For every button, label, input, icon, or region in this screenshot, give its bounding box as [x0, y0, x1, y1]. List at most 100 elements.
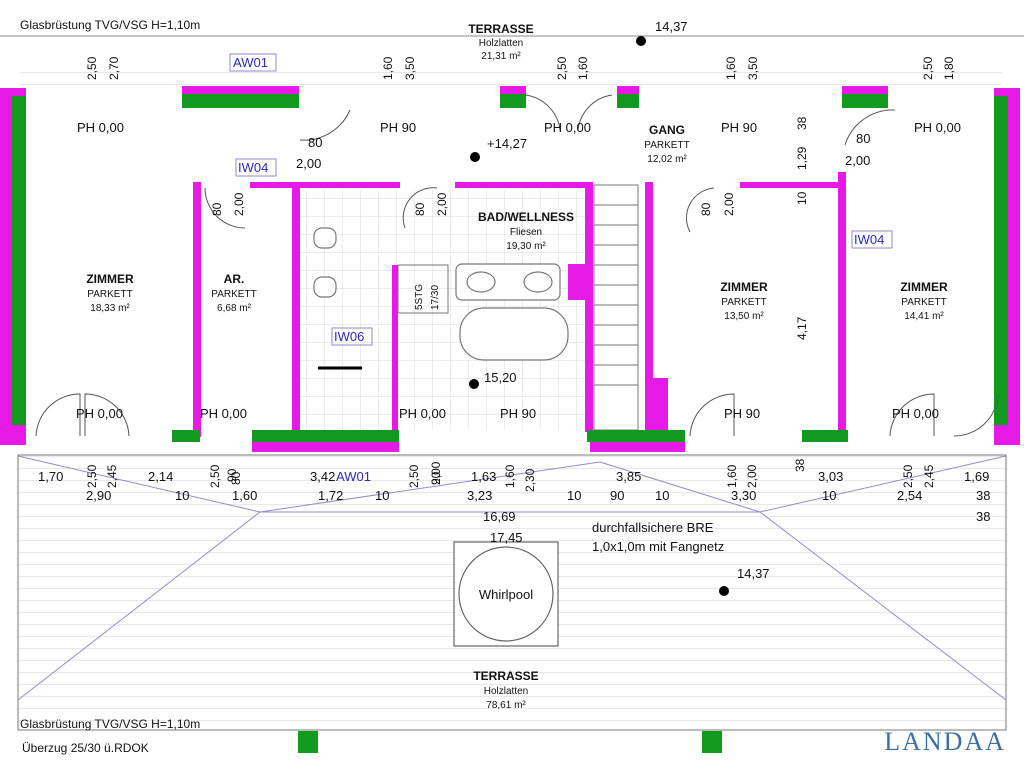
dim-bottom: 90 [610, 488, 624, 503]
dim-bottom: 90 [429, 471, 443, 485]
ph-label: PH 0,00 [544, 120, 591, 135]
dim-vertical: 1,60 [724, 56, 738, 80]
room-ar: AR. PARKETT 6,68 m² [211, 272, 256, 314]
elevation-top: 14,37 [655, 19, 688, 34]
ph-label: PH 90 [500, 406, 536, 421]
dim-bottom: 2,50 [407, 464, 421, 488]
dim-vertical: 10 [795, 191, 809, 205]
dim-bottom: 1,72 [318, 488, 343, 503]
ph-label: PH 90 [721, 120, 757, 135]
door-width: 80 [413, 202, 427, 216]
svg-text:18,33 m²: 18,33 m² [90, 303, 130, 314]
svg-text:Holzlatten: Holzlatten [479, 38, 523, 49]
elevation-gang: +14,27 [487, 136, 527, 151]
fall-protection-lines [17, 455, 1007, 701]
dim-vertical: 2,50 [85, 56, 99, 80]
svg-text:BAD/WELLNESS: BAD/WELLNESS [478, 210, 574, 224]
exterior-walls [12, 94, 1008, 753]
dim-bottom: 1,69 [964, 469, 989, 484]
ph-label: PH 0,00 [914, 120, 961, 135]
ph-label: PH 0,00 [200, 406, 247, 421]
stairs-size: 17/30 [430, 285, 441, 310]
svg-text:12,02 m²: 12,02 m² [647, 154, 687, 165]
svg-text:PARKETT: PARKETT [211, 289, 256, 300]
dim-bottom: 2,90 [86, 488, 111, 503]
elevation-terrace: 14,37 [737, 566, 770, 581]
dim-bottom: 3,23 [467, 488, 492, 503]
dim-vertical: 3,50 [403, 56, 417, 80]
room-gang: GANG PARKETT 12,02 m² [644, 123, 689, 165]
svg-text:TERRASSE: TERRASSE [468, 22, 533, 36]
dim-bottom: 2,45 [922, 464, 936, 488]
room-bad-wellness: BAD/WELLNESS Fliesen 19,30 m² [478, 210, 574, 252]
dim-total: 16,69 [483, 509, 516, 524]
dim-vertical: 3,50 [746, 56, 760, 80]
dim-vertical: 2,70 [107, 56, 121, 80]
dim-bottom: 2,00 [745, 464, 759, 488]
dim-bottom: 1,63 [471, 469, 496, 484]
door-width: 80 [856, 131, 870, 146]
svg-text:78,61 m²: 78,61 m² [486, 700, 526, 711]
dim-vertical: 1,60 [381, 56, 395, 80]
ph-label: PH 0,00 [892, 406, 939, 421]
dim-bottom: 3,85 [616, 469, 641, 484]
whirlpool-label: Whirlpool [479, 587, 533, 602]
dim-bottom: 10 [375, 488, 389, 503]
svg-text:TERRASSE: TERRASSE [473, 669, 538, 683]
wall-code-aw01-bottom: AW01 [336, 469, 371, 484]
bath-fixtures [313, 227, 569, 361]
brand-logo: LANDAA [884, 727, 1006, 756]
wall-code-iw04-right: IW04 [854, 232, 884, 247]
ph-label: PH 90 [380, 120, 416, 135]
dim-vertical: 1,60 [576, 56, 590, 80]
svg-text:ZIMMER: ZIMMER [86, 272, 134, 286]
svg-text:ZIMMER: ZIMMER [720, 280, 768, 294]
dim-bottom: 90 [225, 468, 239, 482]
fall-protection-note-2: 1,0x1,0m mit Fangnetz [592, 539, 724, 554]
room-zimmer-2: ZIMMER PARKETT 13,50 m² [720, 280, 768, 322]
lower-terrace-outline [17, 454, 1007, 731]
stairs-label: 5STG [414, 284, 425, 310]
room-terrasse-bottom: TERRASSE Holzlatten 78,61 m² [473, 669, 538, 711]
room-zimmer-3: ZIMMER PARKETT 14,41 m² [900, 280, 948, 322]
fall-protection-note-1: durchfallsichere BRE [592, 520, 714, 535]
svg-text:AR.: AR. [224, 272, 245, 286]
dim-vertical: 4,17 [795, 316, 809, 340]
dim-bottom: 10 [822, 488, 836, 503]
dim-bottom: 2,54 [897, 488, 922, 503]
dim-bottom: 2,50 [85, 464, 99, 488]
svg-text:14,41 m²: 14,41 m² [904, 311, 944, 322]
ph-label: PH 0,00 [76, 406, 123, 421]
door-height: 2,00 [722, 192, 736, 216]
dim-total: 17,45 [490, 530, 523, 545]
wall-code-labels [229, 53, 893, 346]
dim-vertical: 1,29 [795, 146, 809, 170]
dim-bottom: 2,30 [523, 468, 537, 492]
door-height: 2,00 [296, 156, 321, 171]
svg-text:PARKETT: PARKETT [721, 297, 766, 308]
dim-bottom: 10 [567, 488, 581, 503]
glass-railing-top: Glasbrüstung TVG/VSG H=1,10m [20, 18, 200, 32]
dim-bottom: 1,70 [38, 469, 63, 484]
glass-railing-bottom: Glasbrüstung TVG/VSG H=1,10m [20, 717, 200, 731]
door-width: 80 [210, 202, 224, 216]
ph-label: PH 90 [724, 406, 760, 421]
dim-bottom: 10 [655, 488, 669, 503]
door-swings [35, 94, 999, 437]
svg-text:GANG: GANG [649, 123, 685, 137]
dim-vertical: 2,50 [555, 56, 569, 80]
dim-bottom: 2,50 [901, 464, 915, 488]
svg-text:PARKETT: PARKETT [644, 140, 689, 151]
dim-bottom: 2,14 [148, 469, 173, 484]
dim-bottom: 1,60 [232, 488, 257, 503]
dim-vertical: 2,50 [921, 56, 935, 80]
upper-terrace-boards [20, 70, 1002, 90]
svg-text:13,50 m²: 13,50 m² [724, 311, 764, 322]
room-zimmer-1: ZIMMER PARKETT 18,33 m² [86, 272, 134, 314]
elevation-bath: 15,20 [484, 370, 517, 385]
svg-text:Holzlatten: Holzlatten [484, 686, 528, 697]
wall-code-aw01-top: AW01 [233, 55, 268, 70]
door-width: 80 [699, 202, 713, 216]
door-height: 2,00 [435, 192, 449, 216]
